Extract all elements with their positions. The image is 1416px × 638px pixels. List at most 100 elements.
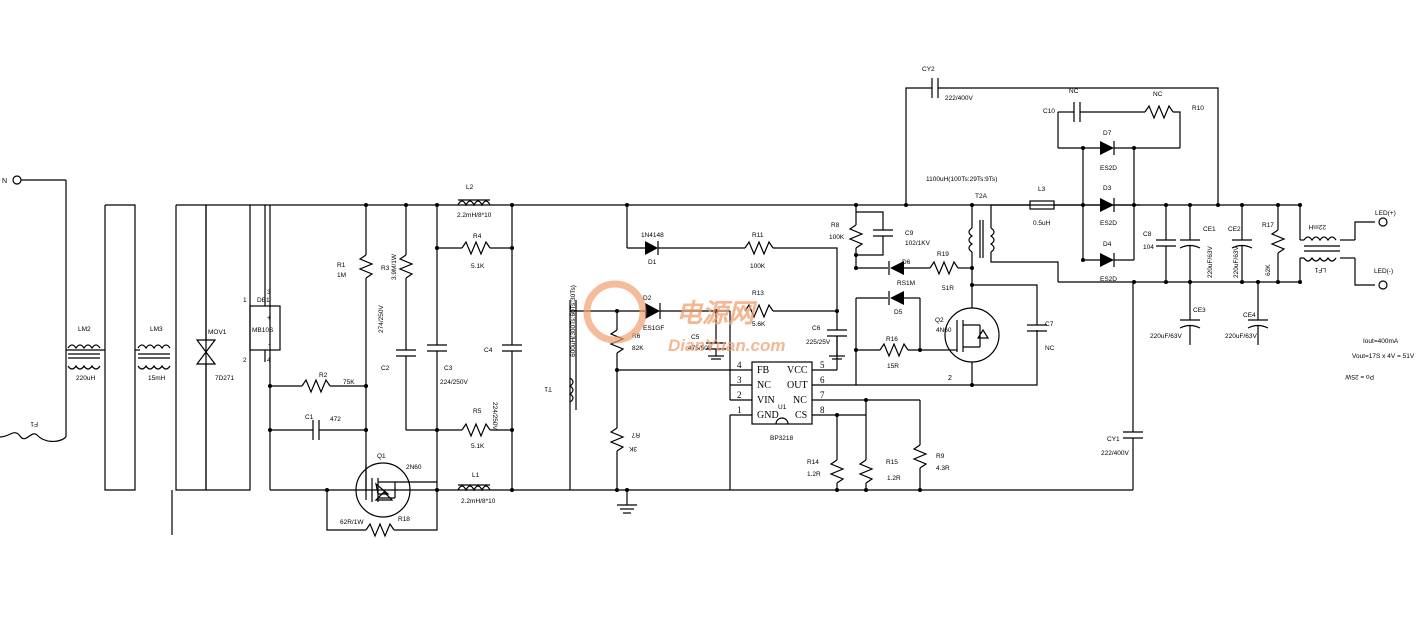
watermark-cn: 电源网 xyxy=(676,298,758,328)
value-d4: ES2D xyxy=(1100,276,1117,283)
transformer-t2: T2A 1100uH(100Ts:29Ts:9Ts) xyxy=(926,176,1059,282)
ic-ref: U1 xyxy=(778,404,787,411)
transistor-q1: Q1 2N60 xyxy=(355,453,437,518)
value-r3: 3.9M/1W xyxy=(391,253,398,280)
ic-pin-num: 6 xyxy=(820,375,825,385)
capacitor-c4: C4 224/250V xyxy=(484,205,522,490)
capacitor-ce3: CE3 220uF/63V xyxy=(1150,282,1206,345)
value-c7: NC xyxy=(1045,345,1055,352)
inductor-l1: L1 2.2mH/8*10 xyxy=(457,472,496,505)
ic-pin-num: 2 xyxy=(737,390,742,400)
value-lf1: 22mH xyxy=(1308,223,1326,230)
value-mov1: 7D271 xyxy=(215,375,235,382)
value-c5: 475/50V xyxy=(688,345,713,352)
label-l3: L3 xyxy=(1038,186,1046,193)
value-r10: NC xyxy=(1153,91,1163,98)
svg-text:2: 2 xyxy=(948,375,952,382)
label-l1: L1 xyxy=(472,472,480,479)
label-r19: R19 xyxy=(937,251,949,258)
ic-pin-name: OUT xyxy=(787,380,808,391)
fuse-f1: F1 xyxy=(0,420,67,442)
label-r2: R2 xyxy=(319,372,328,379)
capacitor-c9: C9 102/1KV xyxy=(856,211,931,256)
label-lf1: LF1 xyxy=(1314,266,1326,273)
label-t2: T2A xyxy=(975,193,988,200)
ic-pin-num: 3 xyxy=(737,375,742,385)
value-l3: 0.5uH xyxy=(1033,220,1051,227)
label-r16: R16 xyxy=(886,336,898,343)
value-r8: 100K xyxy=(829,234,845,241)
label-db1: DB1 xyxy=(257,297,270,304)
common-mode-choke-lf1: 22mH LF1 xyxy=(1299,205,1375,286)
svg-text:2: 2 xyxy=(243,357,247,364)
watermark: 电源网 DianYuan.com xyxy=(583,280,785,355)
inductor-lm2: LM2 220uH xyxy=(66,204,136,491)
ic-pin-name: VIN xyxy=(757,395,775,406)
inductor-l3: L3 0.5uH xyxy=(1029,186,1083,227)
label-c4: C4 xyxy=(484,347,493,354)
label-f1: F1 xyxy=(30,420,38,427)
value-q1: 2N60 xyxy=(406,464,422,471)
label-d4: D4 xyxy=(1103,241,1112,248)
resistor-r7: R7 3K xyxy=(609,427,640,490)
value-d7: ES2D xyxy=(1100,165,1117,172)
label-ce3: CE3 xyxy=(1193,307,1206,314)
value-r18: 62R/1W xyxy=(340,519,364,526)
label-r6: R6 xyxy=(632,333,641,340)
svg-text:+: + xyxy=(267,315,271,322)
value-ce1: 220uF/63V xyxy=(1207,246,1214,278)
value-d1: 1N4148 xyxy=(641,232,664,239)
label-led-pos: LED(+) xyxy=(1375,210,1396,217)
label-c6: C6 xyxy=(812,325,821,332)
label-rs1m: RS1M xyxy=(897,280,915,287)
label-cy1: CY1 xyxy=(1107,436,1120,443)
inductor-l2: L2 2.2mH/8*10 xyxy=(457,184,492,219)
label-r4: R4 xyxy=(473,233,482,240)
value-r15: 1.2R xyxy=(887,475,901,482)
diode-d2: D2 ES1GF xyxy=(570,295,730,332)
label-r8: R8 xyxy=(831,222,840,229)
label-cy2: CY2 xyxy=(922,66,935,73)
resistor-r15: R15 1.2R xyxy=(858,459,901,490)
value-ce2: 220uF/63V xyxy=(1233,246,1240,278)
diode-d3: D3 ES2D xyxy=(1083,185,1117,227)
capacitor-ce1: CE1 220uF/63V xyxy=(1179,205,1216,282)
label-t1: T1 xyxy=(544,385,552,392)
value-l1: 2.2mH/8*10 xyxy=(461,498,496,505)
label-n: N xyxy=(2,178,7,185)
label-r7: R7 xyxy=(631,431,640,438)
value-c8: 104 xyxy=(1143,244,1154,251)
capacitor-c8: C8 104 xyxy=(1143,205,1176,282)
label-d2: D2 xyxy=(643,295,652,302)
value-c2: 274/250V xyxy=(378,305,385,333)
ic-pin-name: CS xyxy=(795,410,807,421)
value-c10: NC xyxy=(1069,88,1079,95)
resistor-r17: R17 62K xyxy=(1262,205,1286,282)
resistor-r1: R1 1M xyxy=(337,205,374,490)
label-c5: C5 xyxy=(691,334,700,341)
label-ce4: CE4 xyxy=(1243,312,1256,319)
svg-text:3: 3 xyxy=(267,289,271,296)
diode-d6: D6 RS1M xyxy=(856,259,930,287)
label-r13: R13 xyxy=(752,290,764,297)
value-d3: ES2D xyxy=(1100,220,1117,227)
ic-u1: 4 3 2 1 FB NC VIN GND VCC OUT NC CS 5 6 … xyxy=(729,311,837,490)
value-r5: 5.1K xyxy=(471,443,485,450)
resistor-r14: R14 1.2R xyxy=(807,459,845,490)
bridge-rectifier-db1: DB1 MB10S + - 1 2 4 3 xyxy=(243,204,281,364)
ic-pin-name: NC xyxy=(757,380,771,391)
value-t1: 600uH(300Ts:60Ts:30Ts) xyxy=(570,285,577,357)
label-c8: C8 xyxy=(1143,231,1152,238)
value-r7: 3K xyxy=(628,445,637,452)
diode-d4: D4 ES2D xyxy=(1083,241,1134,283)
ic-pin-name: FB xyxy=(757,365,770,376)
ic-pin-num: 4 xyxy=(737,360,742,370)
ic-pin-num: 8 xyxy=(820,405,825,415)
label-r18: R18 xyxy=(398,516,410,523)
capacitor-c1: C1 472 xyxy=(270,414,366,440)
value-lm3: 15mH xyxy=(148,375,166,382)
label-r5: R5 xyxy=(473,408,482,415)
value-c3: 224/250V xyxy=(440,379,468,386)
value-r9: 4.3R xyxy=(936,465,950,472)
label-lm2: LM2 xyxy=(78,326,91,333)
